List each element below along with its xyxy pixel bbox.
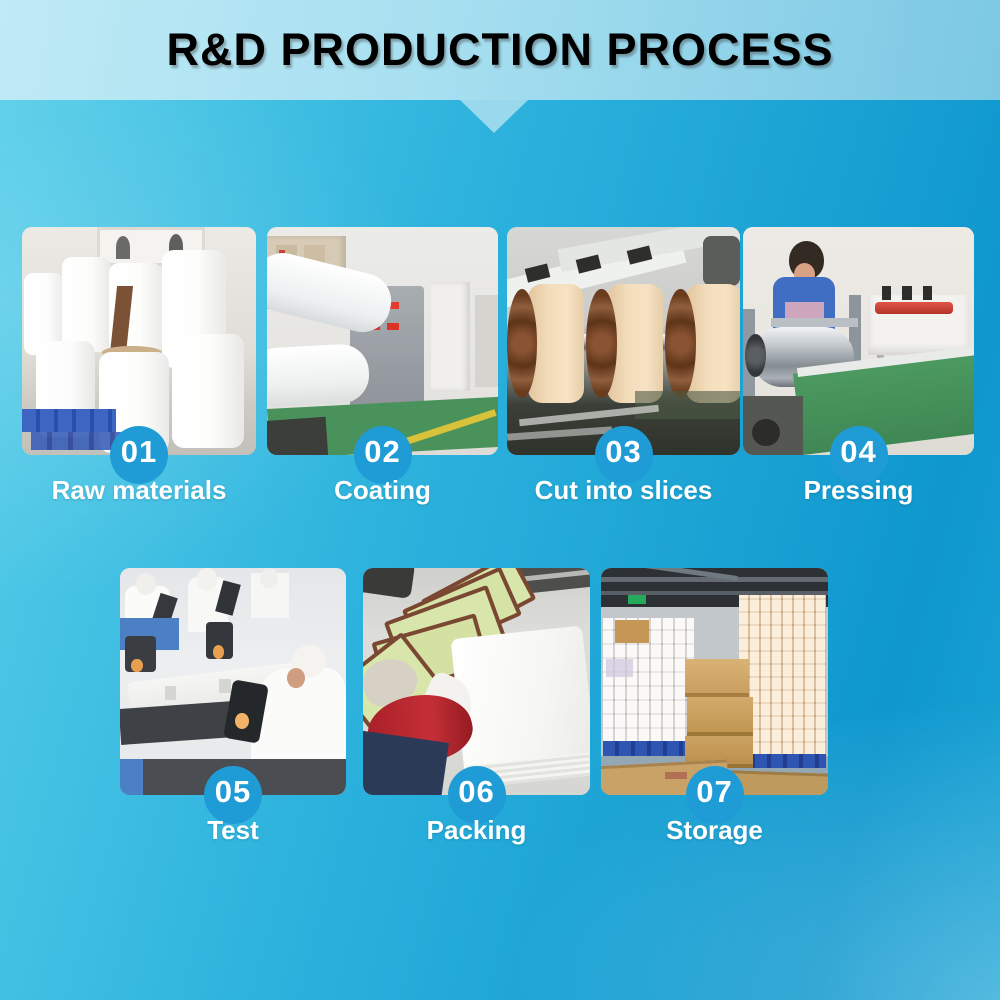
display-light — [387, 302, 399, 310]
exit-sign — [628, 595, 647, 605]
technician-face — [287, 667, 306, 689]
process-step-card-03: 03 Cut into slices — [507, 227, 740, 505]
display-light — [387, 322, 399, 330]
blue-pallet — [603, 740, 695, 757]
step-photo-packing — [363, 568, 590, 795]
blue-pallet — [22, 409, 116, 433]
step-number-badge: 05 — [204, 766, 262, 824]
step-number-badge: 07 — [685, 766, 744, 824]
technician-cap — [135, 572, 157, 596]
step-label: Packing — [426, 815, 527, 845]
white-paper-roll — [267, 342, 371, 408]
step-photo-test — [120, 568, 346, 795]
step-photo-coating — [267, 227, 498, 455]
blue-cabinet — [120, 758, 143, 795]
step-photo-pressing — [743, 227, 974, 455]
ceiling-pipe — [601, 577, 828, 582]
step-number-badge: 01 — [110, 426, 168, 484]
step-label: Cut into slices — [534, 475, 713, 505]
process-step-card-04: 04 Pressing — [743, 227, 974, 505]
cardboard-box — [687, 697, 754, 736]
page-title: R&D PRODUCTION PROCESS — [166, 24, 834, 75]
tan-roll-stack — [739, 595, 826, 755]
technician-cap — [196, 568, 218, 591]
scope-light — [131, 658, 143, 673]
step-photo-raw-materials — [22, 227, 256, 455]
step-photo-cut-into-slices — [507, 227, 740, 455]
scope-light — [212, 645, 224, 659]
process-step-card-05: 05 Test — [120, 568, 346, 845]
small-box — [614, 620, 649, 643]
ceiling-pipe — [601, 590, 828, 596]
paper-roll — [61, 256, 111, 353]
process-step-card-06: 06 Packing — [363, 568, 590, 845]
step-label: Coating — [334, 475, 431, 505]
header-pointer-triangle — [460, 100, 528, 133]
step-number-badge: 04 — [829, 426, 888, 484]
step-label: Raw materials — [51, 475, 227, 505]
roll-flange — [665, 288, 696, 398]
blue-pallet — [739, 754, 826, 768]
cardboard-box — [684, 658, 749, 698]
step-photo-storage — [601, 568, 828, 795]
header-banner: R&D PRODUCTION PROCESS — [0, 0, 1000, 100]
step-label: Pressing — [803, 475, 914, 505]
step-label: Storage — [666, 815, 763, 845]
process-step-card-01: 01 Raw materials — [22, 227, 256, 505]
roller-end-cap — [745, 334, 767, 378]
cabinet — [431, 281, 471, 392]
gear — [752, 418, 780, 446]
red-roller — [874, 302, 954, 314]
step-number-badge: 03 — [594, 426, 653, 484]
technician-cap — [260, 568, 279, 589]
roll-flange — [586, 288, 617, 398]
step-number-badge: 02 — [353, 426, 412, 484]
sliced-roll — [607, 284, 664, 403]
step-number-badge: 06 — [447, 766, 506, 824]
sliced-roll — [527, 284, 584, 403]
paper-roll — [24, 272, 65, 355]
roll-flange — [507, 288, 538, 398]
step-label: Test — [207, 815, 259, 845]
process-step-card-07: 07 Storage — [601, 568, 828, 845]
scope-light — [235, 713, 249, 730]
paper-roll — [171, 334, 245, 449]
process-step-card-02: 02 Coating — [267, 227, 498, 505]
